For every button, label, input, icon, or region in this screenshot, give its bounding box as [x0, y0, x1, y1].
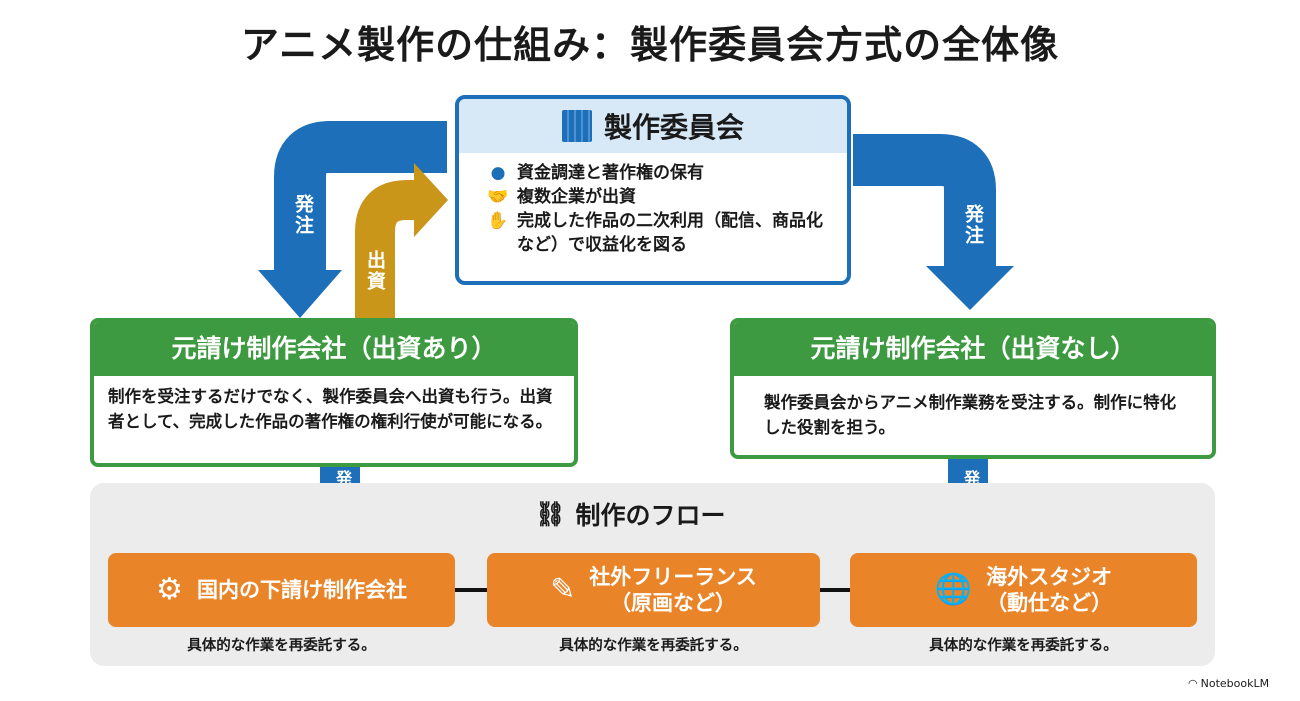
prime-without-investment-box: 元請け制作会社（出資なし） 製作委員会からアニメ制作業務を受注する。制作に特化し… [730, 318, 1216, 459]
prime-without-investment-body: 製作委員会からアニメ制作業務を受注する。制作に特化した役割を担う。 [764, 393, 1177, 437]
page-title: アニメ製作の仕組み：製作委員会方式の全体像 [240, 23, 1060, 67]
flow-node-label: 国内の下請け制作会社 [196, 578, 407, 602]
flow-node-caption: 具体的な作業を再委託する。 [187, 638, 376, 654]
production-committee-box: 製作委員会 ● 資金調達と著作権の保有 🤝 複数企業が出資 ✋ 完成した作品の二次利用… [455, 95, 851, 285]
committee-item-text: 完成した作品の二次利用（配信、商品化など）で収益化を図る [517, 211, 823, 255]
building-icon [561, 110, 592, 142]
brand-label: NotebookLM [1200, 677, 1270, 690]
flow-node-caption: 具体的な作業を再委託する。 [929, 638, 1118, 654]
handshake-icon: 🤝 [487, 187, 509, 207]
notebooklm-watermark: ◠ NotebookLM [1188, 677, 1269, 690]
flow-node-freelance: ✎ 社外フリーランス （原画など） [487, 553, 820, 627]
tablet-pen-icon: ✎ [550, 572, 576, 607]
flow-node-overseas-studio: 🌐 海外スタジオ （動仕など） [850, 553, 1197, 627]
committee-item-text: 資金調達と著作権の保有 [517, 163, 704, 183]
committee-item-text: 複数企業が出資 [517, 187, 636, 207]
flow-node-domestic-subcontractor: ⚙ 国内の下請け制作会社 [108, 553, 455, 627]
flow-connector [820, 588, 850, 592]
flow-connector [455, 588, 487, 592]
prime-with-investment-box: 元請け制作会社（出資あり） 制作を受注するだけでなく、製作委員会へ出資も行う。出… [90, 318, 578, 467]
committee-item: ✋ 完成した作品の二次利用（配信、商品化など）で収益化を図る [487, 209, 847, 257]
committee-item: 🤝 複数企業が出資 [487, 185, 847, 209]
prime-with-investment-title: 元請け制作会社（出資あり） [94, 322, 574, 376]
globe-building-icon: 🌐 [934, 572, 973, 607]
prime-without-investment-title: 元請け制作会社（出資なし） [734, 322, 1212, 376]
left-order-arrow [258, 121, 447, 318]
investment-arrow [355, 163, 448, 318]
yen-icon: ● [490, 163, 506, 183]
flow-header: ⛓ 制作のフロー [535, 496, 725, 532]
right-order-arrow [853, 134, 1014, 310]
prime-with-investment-body: 制作を受注するだけでなく、製作委員会へ出資も行う。出資者として、完成した作品の著… [108, 387, 553, 431]
flow-node-caption: 具体的な作業を再委託する。 [559, 638, 748, 654]
order-label-right: 発注 [962, 204, 984, 246]
investment-label: 出資 [364, 250, 386, 292]
flow-title: 制作のフロー [575, 501, 726, 530]
notebooklm-logo-icon: ◠ [1188, 677, 1198, 690]
flow-node-label: 海外スタジオ （動仕など） [986, 565, 1113, 615]
gears-icon: ⚙ [156, 572, 183, 607]
committee-item: ● 資金調達と著作権の保有 [487, 161, 847, 185]
flow-node-label: 社外フリーランス （原画など） [589, 565, 757, 615]
flow-icon: ⛓ [535, 500, 566, 528]
order-label-left: 発注 [292, 194, 314, 236]
money-hand-icon: ✋ [487, 211, 509, 231]
committee-title: 製作委員会 [603, 111, 744, 144]
